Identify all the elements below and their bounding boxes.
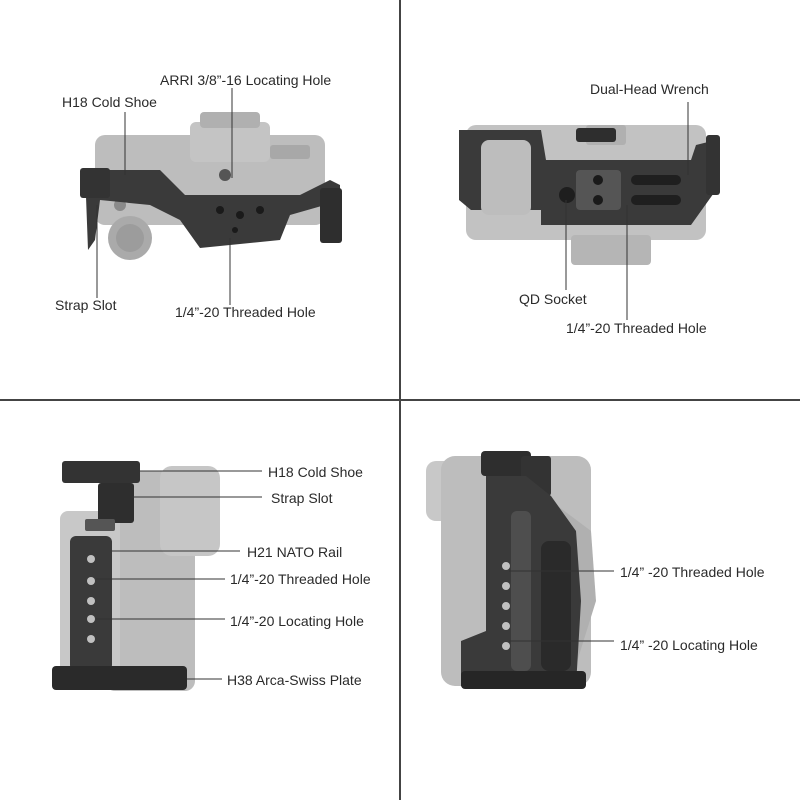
threaded-hole-label: 1/4”-20 Threaded Hole <box>566 320 707 336</box>
horizontal-divider <box>0 399 800 401</box>
locating-hole-label: 1/4” -20 Locating Hole <box>620 637 758 653</box>
grip-side-view-panel: 1/4” -20 Threaded Hole 1/4” -20 Locating… <box>401 401 800 800</box>
bottom-view-panel: Dual-Head Wrench QD Socket 1/4”-20 Threa… <box>401 0 800 399</box>
cold-shoe-label: H18 Cold Shoe <box>62 94 157 110</box>
strap-slot-label: Strap Slot <box>271 490 333 506</box>
arca-swiss-plate-label: H38 Arca-Swiss Plate <box>227 672 362 688</box>
camera-cage-top-illustration <box>80 88 342 305</box>
top-view-panel: ARRI 3/8”-16 Locating Hole H18 Cold Shoe… <box>0 0 399 399</box>
camera-cage-side-illustration <box>52 461 262 691</box>
camera-cage-bottom-illustration <box>459 102 720 320</box>
nato-rail-label: H21 NATO Rail <box>247 544 343 560</box>
qd-socket-label: QD Socket <box>519 291 587 307</box>
camera-cage-grip-illustration <box>426 451 614 689</box>
cold-shoe-label: H18 Cold Shoe <box>268 464 363 480</box>
side-view-panel: H18 Cold Shoe Strap Slot H21 NATO Rail 1… <box>0 401 399 800</box>
threaded-hole-label: 1/4”-20 Threaded Hole <box>175 304 316 320</box>
arri-locating-hole-label: ARRI 3/8”-16 Locating Hole <box>160 72 332 88</box>
strap-slot-label: Strap Slot <box>55 297 117 313</box>
threaded-hole-label: 1/4” -20 Threaded Hole <box>620 564 765 580</box>
dual-head-wrench-label: Dual-Head Wrench <box>590 81 709 97</box>
locating-hole-label: 1/4”-20 Locating Hole <box>230 613 364 629</box>
threaded-hole-label: 1/4”-20 Threaded Hole <box>230 571 371 587</box>
